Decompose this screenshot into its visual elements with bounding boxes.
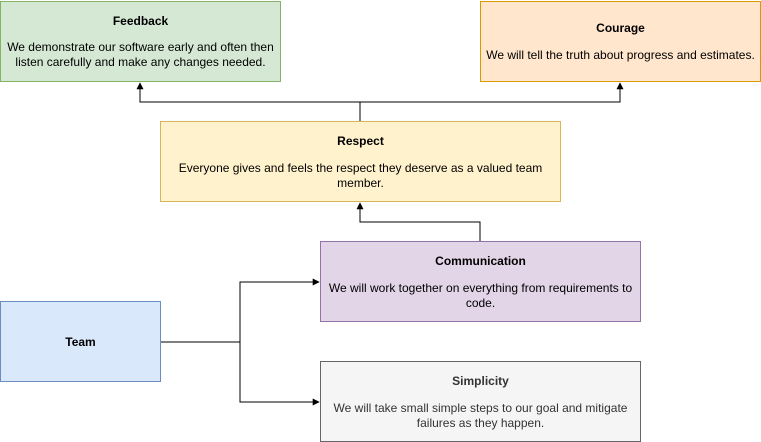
courage-title: Courage (596, 21, 645, 35)
respect-node[interactable]: Respect Everyone gives and feels the res… (160, 121, 561, 202)
team-node[interactable]: Team (0, 301, 161, 382)
edge-respect-to-courage (360, 82, 624, 103)
communication-text: We will work together on everything from… (328, 281, 633, 310)
feedback-title: Feedback (112, 14, 169, 28)
edge-team-to-communication (161, 278, 320, 343)
feedback-node[interactable]: Feedback We demonstrate our software ear… (0, 1, 281, 82)
communication-node[interactable]: Communication We will work together on e… (320, 241, 641, 322)
simplicity-text: We will take small simple steps to our g… (333, 401, 628, 430)
respect-text: Everyone gives and feels the respect the… (178, 161, 543, 190)
team-title: Team (65, 334, 96, 349)
simplicity-node[interactable]: Simplicity We will take small simple ste… (320, 361, 641, 442)
edge-team-to-simplicity (239, 342, 320, 406)
feedback-text: We demonstrate our software early and of… (7, 40, 274, 69)
simplicity-title: Simplicity (452, 374, 509, 388)
edge-communication-to-respect (356, 202, 481, 241)
communication-title: Communication (435, 254, 526, 268)
courage-node[interactable]: Courage We will tell the truth about pro… (480, 1, 761, 82)
respect-title: Respect (337, 134, 384, 148)
courage-text: We will tell the truth about progress an… (486, 48, 755, 62)
edge-respect-to-feedback (136, 82, 361, 121)
